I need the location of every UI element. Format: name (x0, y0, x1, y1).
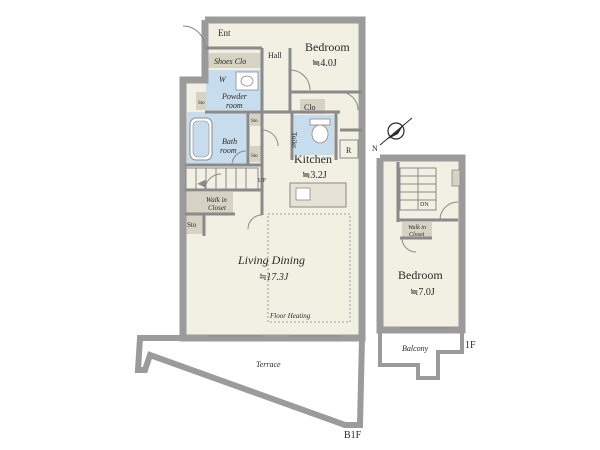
1f-walk-in-closet-label-2: Closet (409, 232, 425, 238)
living-dining-label: Living Dining (237, 253, 305, 267)
clo-label: Clo (304, 103, 316, 112)
terrace-area (134, 335, 366, 428)
living-dining-size-label: ≒17.3J (258, 272, 289, 283)
1f-outer-wall (376, 154, 466, 334)
r-label: R (346, 146, 352, 155)
1f-floor-label: 1F (465, 340, 476, 351)
b1f-floor-label: B1F (344, 430, 362, 441)
bedroom-size-label: ≒4.0J (312, 58, 337, 69)
1f-plan: DN Walk in Closet Bedroom ≒7.0J Balcony … (376, 154, 476, 380)
bath-room-label: Bath (222, 137, 237, 146)
bedroom-label: Bedroom (305, 40, 350, 54)
sto-low-area (184, 214, 204, 234)
walk-in-closet-label-2: Closet (208, 204, 227, 212)
washbasin-icon (235, 71, 259, 91)
toilet-icon (309, 118, 331, 144)
refrigerator (339, 139, 359, 159)
ent-label: Ent (218, 28, 231, 38)
walk-in-closet-area (185, 192, 233, 214)
sto-mid-area-2 (250, 146, 262, 162)
1f-storage-box (451, 169, 461, 187)
floor-heating-zone (267, 213, 351, 323)
1f-walk-in-closet-label: Walk in (408, 225, 426, 231)
kitchen-sink (295, 187, 311, 201)
1f-doors (401, 201, 459, 253)
clo-area (300, 99, 325, 114)
kitchen-label: Kitchen (294, 152, 332, 166)
kitchen-size-label: ≒3.2J (302, 170, 327, 181)
up-label: UP (258, 178, 266, 184)
b1f-plan: Ent Hall Shoes Clo Bedroom ≒4.0J W Powde… (134, 16, 366, 441)
sto-mid-label-2: Sto (251, 154, 258, 159)
bathtub-icon (189, 117, 213, 161)
powder-room-label: Powder (221, 92, 248, 101)
shoes-closet-area (207, 53, 262, 68)
1f-walk-in-closet-area (402, 222, 432, 238)
floor-heating-label: Floor Heating (269, 312, 311, 320)
walk-in-closet-label: Walk in (206, 196, 227, 204)
balcony-area (378, 328, 464, 380)
sto-low-label: Sto (187, 221, 197, 229)
shoes-clo-label: Shoes Clo (214, 57, 246, 66)
sto-mid-area-1 (250, 112, 262, 126)
b1f-outer-wall (179, 16, 366, 342)
1f-interior-walls (396, 162, 458, 240)
bath-room-label-2: room (220, 146, 237, 155)
sto-left-area (196, 92, 206, 110)
toilet-label: Toilet (290, 132, 298, 148)
terrace-label: Terrace (256, 360, 281, 369)
sto-mid-label-1: Sto (251, 119, 258, 124)
sto-left-label: Sto (198, 101, 205, 106)
b1f-stairs-icon (185, 167, 259, 191)
1f-bedroom-size-label: ≒7.0J (410, 287, 435, 298)
b1f-doors (182, 25, 359, 230)
hall-label: Hall (268, 51, 283, 60)
dn-label: DN (420, 202, 429, 208)
balcony-label: Balcony (402, 344, 429, 353)
1f-bedroom-label: Bedroom (398, 268, 443, 282)
compass-icon: N (372, 117, 413, 153)
compass-north-label: N (372, 144, 378, 153)
powder-room-label-2: room (226, 101, 243, 110)
1f-stairs-icon (399, 167, 437, 211)
w-label: W (219, 75, 227, 84)
